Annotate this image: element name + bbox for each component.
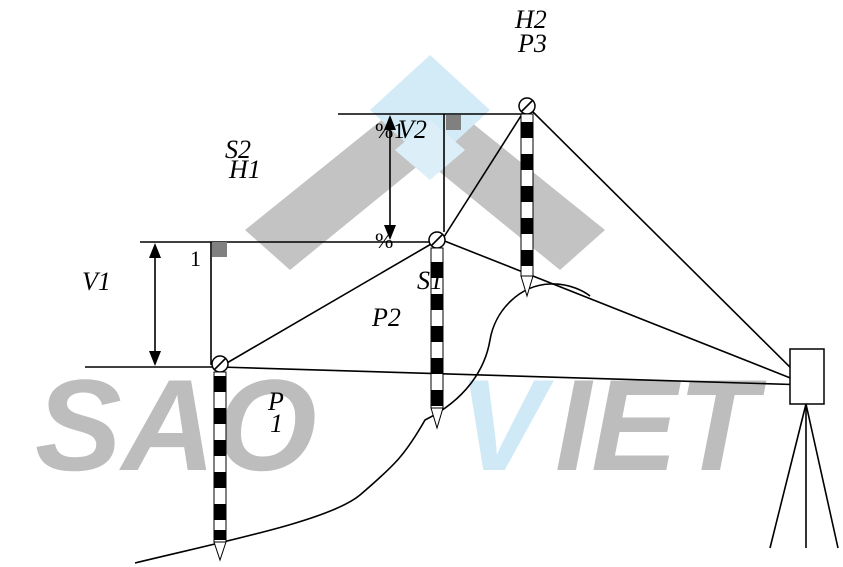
label-v1: V1 <box>82 267 111 296</box>
label-s1: S1 <box>417 266 443 295</box>
right-angle-marker-1 <box>212 242 227 257</box>
label-h2: H2 <box>514 5 547 34</box>
label-s2: S2 <box>225 135 251 164</box>
watermark-inner-blue <box>395 120 465 180</box>
label-p3: P3 <box>517 29 547 58</box>
v2-double-arrow <box>384 115 396 240</box>
label-p1-bottom: 1 <box>270 409 283 438</box>
watermark-text: SAO V IET <box>35 352 767 498</box>
label-v2: V2 <box>398 115 427 144</box>
label-pct-mid: % <box>375 228 393 253</box>
watermark-diamond-blue <box>370 55 490 165</box>
label-v2-mark: %1 <box>375 118 404 143</box>
label-p2: P2 <box>371 303 401 332</box>
pole-p3 <box>518 97 536 298</box>
label-one: 1 <box>190 246 201 271</box>
watermark-chevron-gray <box>245 85 605 270</box>
pole-p1 <box>211 355 229 562</box>
sight-lines <box>219 107 809 386</box>
watermark-text-a: SAO <box>35 352 317 498</box>
watermark-text-v: V <box>458 352 554 498</box>
watermark-logo <box>245 55 605 270</box>
pole-p2 <box>428 231 446 430</box>
v1-double-arrow <box>149 243 161 366</box>
instrument-body <box>789 348 825 405</box>
total-station-instrument <box>769 348 839 549</box>
right-angle-marker-2 <box>446 115 461 130</box>
label-h1: H1 <box>228 155 261 184</box>
label-p1-top: P <box>267 387 284 416</box>
watermark-text-b: IET <box>555 352 767 498</box>
